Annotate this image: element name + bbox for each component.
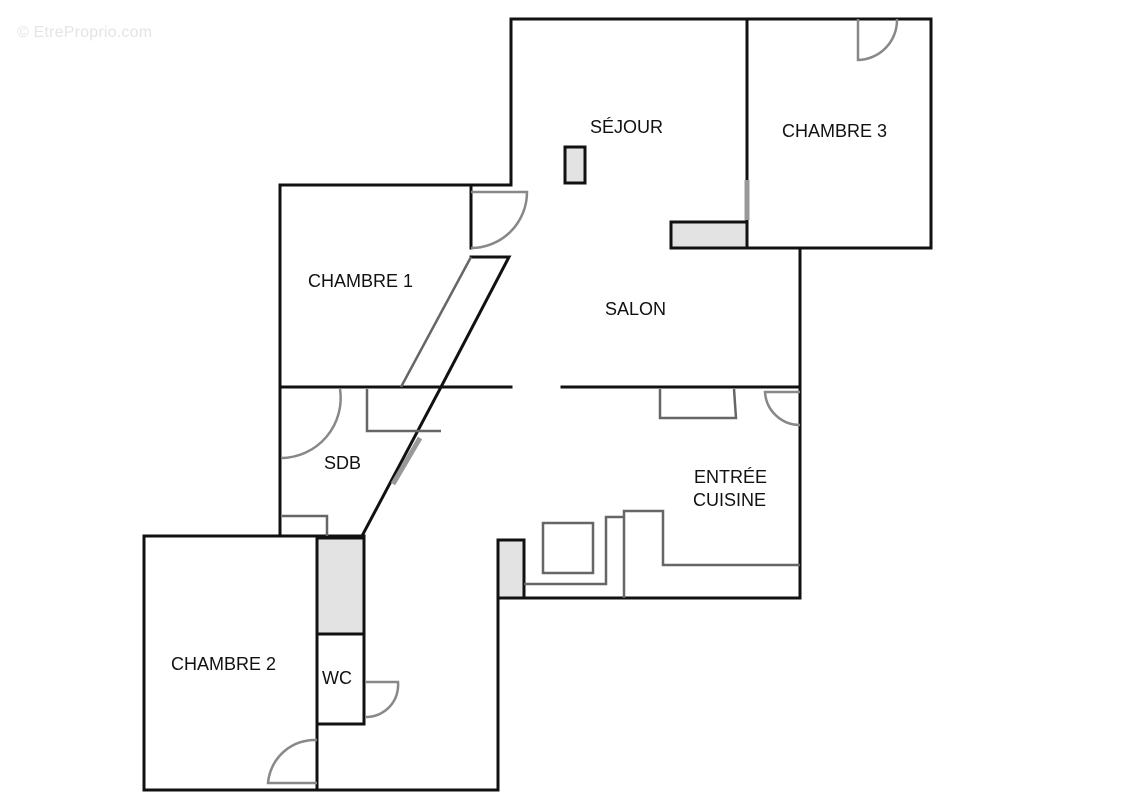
fireplace xyxy=(563,145,587,185)
door-wc[interactable] xyxy=(365,680,400,719)
room-label-sejour: SÉJOUR xyxy=(590,117,664,137)
room-label-salon: SALON xyxy=(605,299,667,319)
room-label-chambre3: CHAMBRE 3 xyxy=(782,121,888,141)
fixtures xyxy=(315,145,749,636)
door-chambre2[interactable] xyxy=(266,738,318,785)
room-label-wc: WC xyxy=(322,668,352,688)
room-label-chambre1: CHAMBRE 1 xyxy=(308,271,414,291)
windows xyxy=(390,180,750,486)
closet-line xyxy=(399,256,473,388)
kitchen-fixtures xyxy=(282,388,800,598)
cabinet xyxy=(669,220,749,250)
room-label-cuisine: CUISINE xyxy=(693,490,767,510)
doors xyxy=(266,18,899,785)
fridge xyxy=(496,538,526,600)
door-sdb[interactable] xyxy=(281,388,342,460)
room-label-entree: ENTRÉE xyxy=(694,467,768,487)
room-label-chambre2: CHAMBRE 2 xyxy=(171,654,277,674)
room-label-sdb: SDB xyxy=(324,453,362,473)
door-chambre1[interactable] xyxy=(470,190,529,250)
door-entree[interactable] xyxy=(763,390,801,427)
closet xyxy=(315,536,366,636)
door-chambre3[interactable] xyxy=(856,18,899,62)
watermark: © EtreProprio.com xyxy=(17,24,153,41)
